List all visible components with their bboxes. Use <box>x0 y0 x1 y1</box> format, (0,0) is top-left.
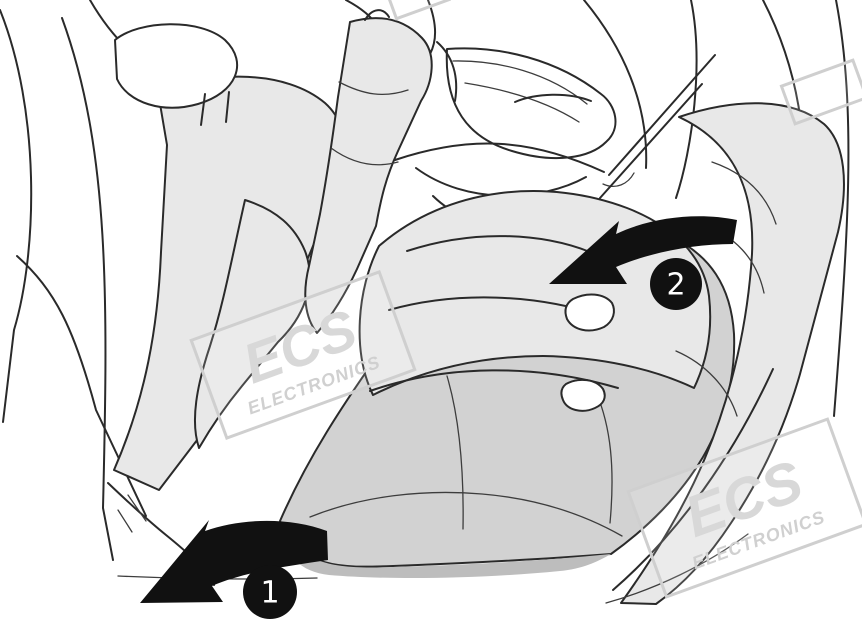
rear-door <box>437 42 615 158</box>
rear-door-window-inner-1 <box>453 61 587 104</box>
watermark-top-right <box>781 60 862 124</box>
rear-door-window <box>447 48 616 158</box>
seatbelt-upper-buckle <box>603 173 634 186</box>
left-door-edge <box>0 10 31 422</box>
left-door-lower-line <box>17 256 146 516</box>
right-window-edge <box>676 0 697 198</box>
front-headrest <box>115 24 237 107</box>
seatbelt-buckle-left <box>565 294 613 330</box>
seatbelt-anchor-lower <box>561 380 604 411</box>
rear-door-window-inner-2 <box>465 83 579 122</box>
callout-step-1: 1 <box>140 520 328 619</box>
step-2-number: 2 <box>666 268 685 303</box>
left-door-panel-line <box>62 18 113 560</box>
step-1-number: 1 <box>260 576 279 611</box>
rear-door-handle <box>515 95 591 102</box>
curved-left-arrow-icon-1 <box>140 520 328 603</box>
watermark-top-center <box>387 0 449 19</box>
